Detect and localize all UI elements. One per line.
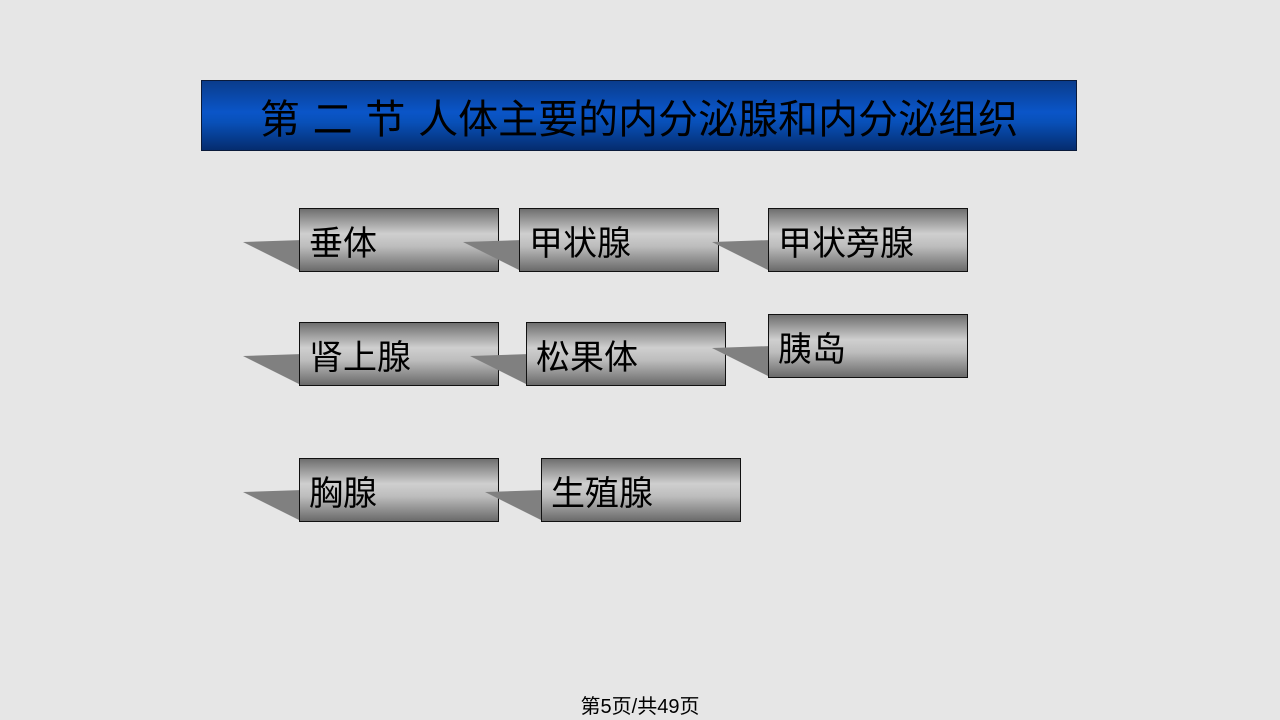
gland-label: 生殖腺: [541, 458, 741, 522]
gland-label: 垂体: [299, 208, 499, 272]
box-shadow-shape: [463, 240, 523, 272]
box-shadow-shape: [470, 354, 530, 386]
gland-box-pituitary: 垂体: [243, 208, 499, 272]
box-shadow-shape: [485, 490, 545, 522]
page-number: 第5页/共49页: [580, 696, 700, 718]
box-shadow-shape: [712, 240, 772, 272]
slide-title: 第 二 节 人体主要的内分泌腺和内分泌组织: [259, 96, 1019, 143]
gland-label: 肾上腺: [299, 322, 499, 386]
title-banner: 第 二 节 人体主要的内分泌腺和内分泌组织: [201, 80, 1077, 151]
gland-box-pineal: 松果体: [470, 322, 726, 386]
gland-box-islets: 胰岛: [712, 314, 968, 378]
gland-box-thymus: 胸腺: [243, 458, 499, 522]
gland-box-thyroid: 甲状腺: [463, 208, 719, 272]
box-shadow-shape: [712, 346, 772, 378]
gland-label: 甲状腺: [519, 208, 719, 272]
gland-box-adrenal: 肾上腺: [243, 322, 499, 386]
box-shadow-shape: [243, 354, 303, 386]
gland-label: 胰岛: [768, 314, 968, 378]
box-shadow-shape: [243, 240, 303, 272]
gland-box-gonads: 生殖腺: [485, 458, 741, 522]
gland-box-parathyroid: 甲状旁腺: [712, 208, 968, 272]
gland-label: 甲状旁腺: [768, 208, 968, 272]
gland-label: 松果体: [526, 322, 726, 386]
gland-label: 胸腺: [299, 458, 499, 522]
box-shadow-shape: [243, 490, 303, 522]
